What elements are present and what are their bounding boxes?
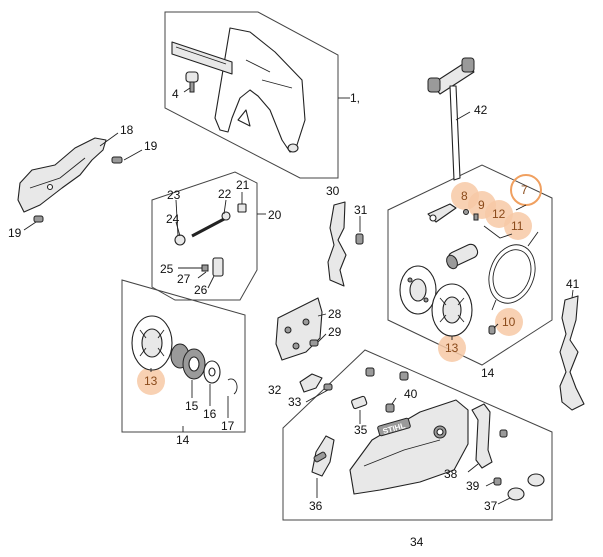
handguard-part — [214, 27, 306, 153]
clutch-drum-13-left-part — [131, 315, 173, 371]
plug-40-part — [365, 367, 409, 413]
callout-1: 1, — [350, 91, 360, 105]
callout-34: 34 — [410, 535, 424, 549]
callout-41: 41 — [566, 277, 580, 291]
clutch-drum-13-right-part — [431, 283, 473, 337]
frame-sprocket-left — [121, 279, 246, 433]
frame-handguard — [164, 11, 339, 179]
callout-30: 30 — [326, 184, 340, 198]
callout-19-upper: 19 — [144, 139, 158, 153]
highlight-11 — [504, 212, 532, 240]
callout-22: 22 — [218, 187, 232, 201]
wrench-42-part — [427, 57, 475, 181]
callout-15: 15 — [185, 399, 199, 413]
callout-12: 12 — [492, 207, 506, 221]
nut-35-part — [351, 395, 368, 410]
callout-33: 33 — [288, 395, 302, 409]
callout-14-left: 14 — [176, 433, 190, 447]
knob-36-part — [311, 435, 335, 477]
callout-4: 4 — [172, 87, 179, 101]
bracket-32-part — [299, 373, 323, 393]
callout-11: 11 — [511, 219, 524, 233]
screw-29-part — [309, 339, 319, 347]
guard-18-part — [17, 137, 107, 213]
callout-31: 31 — [354, 203, 368, 217]
callout-25: 25 — [160, 262, 174, 276]
callout-40: 40 — [404, 387, 418, 401]
callout-35: 35 — [354, 423, 368, 437]
screw-31-part — [355, 233, 364, 245]
screw-4-part — [185, 71, 199, 93]
spring-11-part — [483, 225, 513, 239]
screw-19b-part — [33, 215, 44, 223]
oil-pump-parts — [174, 203, 247, 277]
callout-18: 18 — [120, 123, 134, 137]
highlight-10 — [495, 308, 523, 336]
callout-26: 26 — [194, 283, 208, 297]
spring-9-part — [463, 209, 469, 215]
callout-13-right: 13 — [445, 341, 459, 355]
callout-29: 29 — [328, 325, 342, 339]
callout-10: 10 — [502, 315, 516, 329]
callout-23: 23 — [167, 188, 181, 202]
callout-38: 38 — [444, 467, 458, 481]
callout-21: 21 — [236, 178, 250, 192]
baffle-28-part — [275, 297, 323, 361]
highlight-13-right — [438, 334, 466, 362]
callout-37: 37 — [484, 499, 498, 513]
callout-16: 16 — [203, 407, 217, 421]
frame-starter — [387, 164, 553, 366]
callout-39: 39 — [466, 479, 480, 493]
fan-disc-part — [399, 265, 437, 315]
washer-16-part — [203, 360, 221, 384]
screw-19a-part — [111, 156, 123, 164]
callout-24: 24 — [166, 212, 180, 226]
callout-27: 27 — [177, 272, 191, 286]
handle-38-part — [471, 403, 493, 469]
handguard-strip-part — [171, 41, 233, 75]
rope-rotor-part — [446, 243, 479, 270]
callout-7: 7 — [521, 183, 528, 197]
callout-17: 17 — [221, 419, 235, 433]
guard-41-part — [559, 295, 585, 411]
highlight-13-left — [137, 367, 165, 395]
pin-12-part — [473, 213, 479, 221]
callout-42: 42 — [474, 103, 488, 117]
chain-cover-part: STIHL — [349, 399, 469, 495]
bracket-30-part — [327, 201, 347, 287]
sprocket-15-part — [170, 343, 206, 380]
screw-39-part — [493, 429, 508, 486]
callout-8: 8 — [461, 189, 468, 203]
screw-33-part — [323, 383, 333, 391]
callout-13-left: 13 — [144, 374, 158, 388]
rewind-spring-part — [488, 231, 539, 311]
screw-10-part — [488, 325, 496, 335]
callout-20: 20 — [268, 208, 282, 222]
callout-32: 32 — [268, 383, 282, 397]
nuts-37-part — [507, 473, 545, 501]
frame-cover — [282, 349, 553, 521]
clip-17-part — [227, 378, 238, 395]
callout-36: 36 — [309, 499, 323, 513]
callout-19-lower: 19 — [8, 226, 22, 240]
callout-14-right: 14 — [481, 366, 495, 380]
callout-28: 28 — [328, 307, 342, 321]
pawl-8-part — [427, 203, 457, 223]
callout-9: 9 — [478, 198, 485, 212]
